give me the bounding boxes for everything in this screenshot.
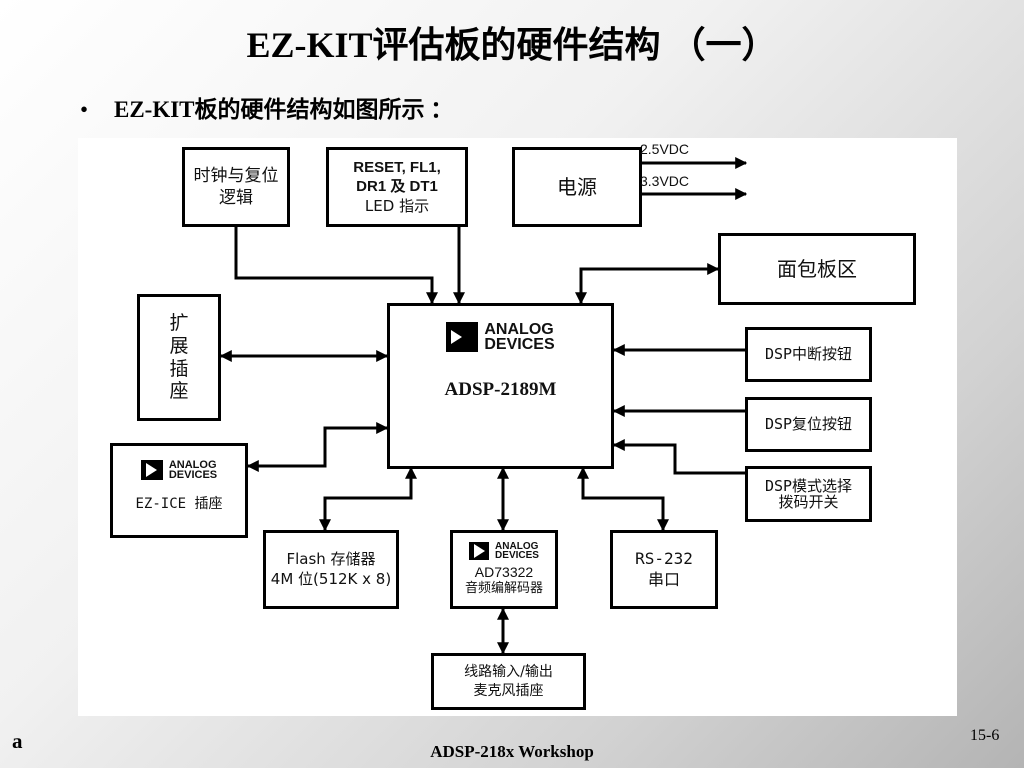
clock-reset-block: 时钟与复位 逻辑 [182, 147, 290, 227]
mode-switch-line2: 拨码开关 [778, 493, 839, 511]
footer-logo: a [12, 729, 23, 753]
audio-io-line2: 麦克风插座 [473, 682, 544, 699]
flash-line1: Flash 存储器 [286, 550, 376, 568]
interrupt-button-label: DSP中断按钮 [764, 344, 853, 363]
led-status-line1: RESET, FL1, [353, 158, 441, 176]
rs232-port-block: RS-232 串口 [610, 530, 718, 609]
analog-devices-logo: ANALOG DEVICES [446, 321, 555, 354]
mode-to-dsp-arrow [612, 439, 745, 475]
bullet-line: • EZ-KIT板的硬件结构如图所示 ： [80, 90, 453, 124]
breadboard-label: 面包板区 [777, 257, 857, 281]
ezice-logo-line2: DEVICES [168, 469, 218, 482]
power-block: 电源 [512, 147, 642, 227]
codec-logo-line1: ANALOG [495, 540, 539, 552]
analog-devices-logo-icon [446, 322, 479, 353]
bullet-text: EZ-KIT板的硬件结构如图所示 ： [114, 97, 454, 122]
slide-title: EZ-KIT评估板的硬件结构 （一） [246, 25, 778, 65]
dsp-logo-line1: ANALOG [484, 321, 554, 338]
dsp-interrupt-button-block: DSP中断按钮 [745, 327, 872, 382]
dsp-mode-switch-block: DSP模式选择 拨码开关 [745, 466, 872, 522]
dsp-flash-arrow [319, 466, 417, 532]
connection-lines [219, 157, 748, 655]
expansion-connector-block: 扩 展 插 座 [137, 294, 221, 421]
dsp-logo-line2: DEVICES [484, 336, 555, 354]
expansion-char-4: 座 [169, 380, 189, 403]
expansion-char-3: 插 [169, 357, 189, 380]
dsp-ezice-arrow [246, 422, 389, 472]
rs232-line2: 串口 [647, 569, 680, 589]
dsp-part-number: ADSP-2189M [444, 379, 557, 401]
dsp-rs232-arrow [577, 466, 669, 532]
clock-reset-line1: 时钟与复位 [193, 165, 279, 186]
bullet-symbol: • [80, 97, 89, 122]
expansion-char-1: 扩 [169, 311, 189, 334]
codec-description: 音频编解码器 [464, 581, 543, 597]
led-status-line3: LED 指示 [364, 196, 430, 215]
codec-part-number: AD73322 [474, 563, 534, 580]
reset-button-label: DSP复位按钮 [764, 414, 853, 433]
led-status-line2: DR1 及 DT1 [356, 178, 438, 196]
clock-reset-line2: 逻辑 [219, 188, 253, 208]
audio-io-connector-block: 线路输入/输出 麦克风插座 [431, 653, 586, 710]
expansion-char-2: 展 [169, 334, 189, 357]
clock-to-dsp-arrow [234, 226, 438, 305]
rs232-line1: RS-232 [635, 548, 693, 568]
power-3v3-label: 3.3VDC [640, 173, 690, 189]
led-status-block: RESET, FL1, DR1 及 DT1 LED 指示 [326, 147, 468, 227]
ezice-connector-block: ANALOG DEVICES EZ-ICE 插座 [110, 443, 248, 538]
breadboard-block: 面包板区 [718, 233, 916, 305]
power-label: 电源 [557, 175, 597, 199]
ezice-analog-devices-logo: ANALOG DEVICES [140, 459, 218, 482]
mode-switch-line1: DSP模式选择 [764, 476, 853, 495]
dsp-breadboard-arrow [575, 263, 720, 305]
audio-io-line1: 线路输入/输出 [464, 664, 553, 681]
dsp-reset-button-block: DSP复位按钮 [745, 397, 872, 452]
power-2v5-label: 2.5VDC [640, 141, 690, 157]
ezice-logo-icon [140, 460, 163, 481]
footer-workshop-title: ADSP-218x Workshop [430, 742, 594, 761]
dsp-block: ANALOG DEVICES ADSP-2189M [387, 303, 614, 469]
codec-logo-icon [469, 542, 490, 561]
ezice-logo-line1: ANALOG [168, 459, 217, 471]
codec-analog-devices-logo: ANALOG DEVICES [469, 540, 539, 562]
page-number: 15-6 [970, 727, 1000, 744]
flash-memory-block: Flash 存储器 4M 位(512K x 8) [263, 530, 399, 609]
codec-logo-line2: DEVICES [495, 550, 539, 562]
hardware-block-diagram: 时钟与复位 逻辑 RESET, FL1, DR1 及 DT1 LED 指示 电源… [78, 138, 957, 716]
flash-line2: 4M 位(512K x 8) [270, 569, 392, 588]
audio-codec-block: ANALOG DEVICES AD73322 音频编解码器 [450, 530, 558, 609]
ezice-label: EZ-ICE 插座 [135, 495, 223, 512]
